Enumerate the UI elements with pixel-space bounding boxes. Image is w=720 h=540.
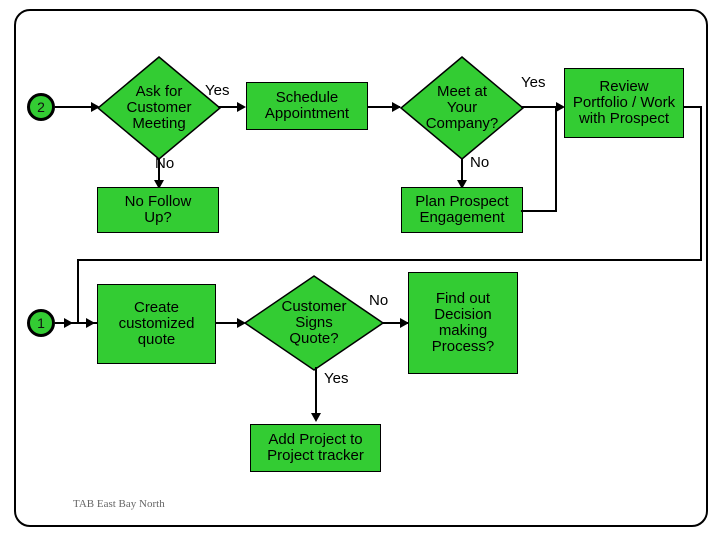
arrowhead-ask-yes	[237, 102, 246, 112]
edge-review-down-vertical	[700, 106, 702, 260]
arrowhead-create-to-signs	[237, 318, 246, 328]
edge-label-ask-no: No	[155, 155, 175, 172]
decision-customer-signs-quote-label: Customer Signs Quote?	[281, 298, 347, 347]
edge-signs-yes-to-addproject	[315, 367, 317, 419]
edge-create-quote-to-signs	[216, 322, 244, 324]
process-plan-prospect-engagement[interactable]: Plan Prospect Engagement	[401, 187, 523, 233]
edge-review-long-return-horizontal	[77, 259, 702, 261]
edge-plan-riser-vertical	[555, 106, 557, 212]
edge-ask-yes-to-schedule	[218, 106, 244, 108]
process-no-follow-up[interactable]: No Follow Up?	[97, 187, 219, 233]
process-review-portfolio[interactable]: Review Portfolio / Work with Prospect	[564, 68, 684, 138]
decision-ask-for-customer-meeting-label: Ask for Customer Meeting	[126, 83, 192, 132]
edge-label-signs-yes: Yes	[324, 370, 349, 387]
process-add-project-to-tracker[interactable]: Add Project to Project tracker	[250, 424, 381, 472]
edge-review-out-horizontal	[684, 106, 702, 108]
decision-meet-at-your-company[interactable]: Meet at Your Company?	[400, 56, 524, 160]
edge-circle2-to-ask	[55, 106, 93, 108]
process-schedule-appointment[interactable]: Schedule Appointment	[246, 82, 368, 130]
arrowhead-ask-no	[154, 180, 164, 189]
edge-label-ask-yes: Yes	[205, 82, 230, 99]
decision-ask-for-customer-meeting[interactable]: Ask for Customer Meeting	[97, 56, 221, 160]
edge-label-meet-no: No	[470, 154, 490, 171]
connector-circle-1[interactable]: 1	[27, 309, 55, 337]
arrowhead-circle2-to-ask	[91, 102, 100, 112]
connector-circle-2[interactable]: 2	[27, 93, 55, 121]
edge-meet-no-to-plan	[461, 158, 463, 188]
process-create-customized-quote[interactable]: Create customized quote	[97, 284, 216, 364]
edge-ask-no-to-nofollow	[158, 158, 160, 188]
arrowhead-signs-no	[400, 318, 409, 328]
arrowhead-meet-no	[457, 180, 467, 189]
edge-circle1-to-create-quote	[55, 322, 95, 324]
edge-signs-no-to-findout	[382, 322, 408, 324]
arrowhead-meet-yes	[556, 102, 565, 112]
arrowhead-signs-yes	[311, 413, 321, 422]
edge-plan-to-riser-horizontal	[521, 210, 557, 212]
decision-customer-signs-quote[interactable]: Customer Signs Quote?	[244, 275, 384, 371]
arrowhead-circle1	[64, 318, 73, 328]
connector-circle-2-label: 2	[37, 99, 45, 115]
process-find-out-decision-making[interactable]: Find out Decision making Process?	[408, 272, 518, 374]
edge-meet-yes-to-review	[521, 106, 563, 108]
connector-circle-1-label: 1	[37, 315, 45, 331]
decision-meet-at-your-company-label: Meet at Your Company?	[425, 83, 499, 132]
diamond-shape	[244, 275, 384, 371]
edge-label-signs-no: No	[369, 292, 389, 309]
edge-schedule-to-meet	[368, 106, 400, 108]
arrowhead-schedule-to-meet	[392, 102, 401, 112]
edge-review-return-down-vertical	[77, 259, 79, 323]
slide-footer: TAB East Bay North	[73, 498, 165, 510]
edge-label-meet-yes: Yes	[521, 74, 546, 91]
edge-riser-into-create-quote	[77, 322, 97, 324]
